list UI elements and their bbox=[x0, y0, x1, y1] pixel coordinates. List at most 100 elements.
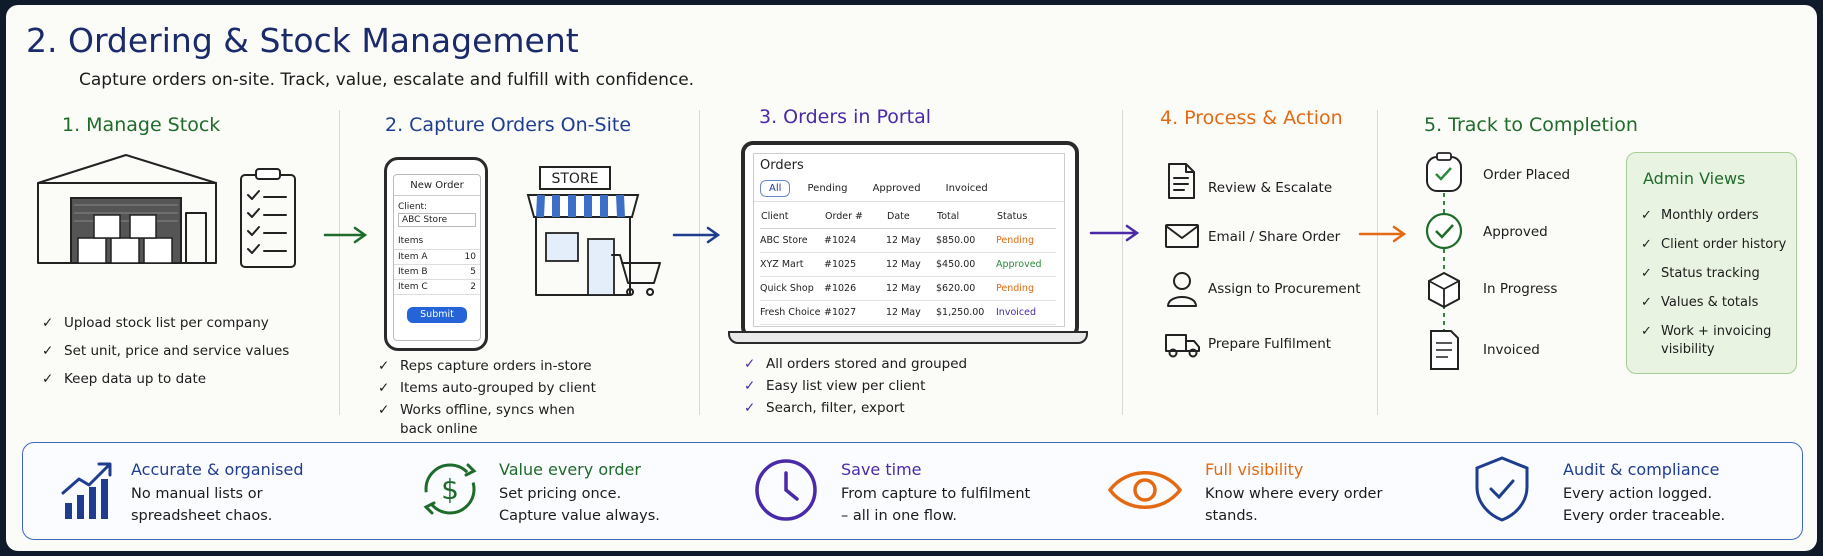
diagram-frame: 2. Ordering & Stock Management Capture o… bbox=[6, 5, 1817, 551]
section-5-title: 5. Track to Completion bbox=[1424, 114, 1638, 136]
items-label: Items bbox=[398, 236, 424, 246]
action-email-share: Email / Share Order bbox=[1208, 229, 1341, 245]
new-order-header: New Order bbox=[394, 175, 480, 196]
delivery-truck-icon bbox=[1165, 334, 1200, 358]
action-prepare-fulfilment: Prepare Fulfilment bbox=[1208, 336, 1332, 352]
arrow-right-icon bbox=[1089, 224, 1140, 242]
clipboard-checklist-icon bbox=[240, 168, 296, 268]
shield-check-icon bbox=[1475, 456, 1529, 522]
dollar-cycle-icon: $ bbox=[423, 463, 477, 515]
check-icon: ✓ bbox=[744, 356, 756, 372]
tab-invoiced[interactable]: Invoiced bbox=[945, 183, 988, 194]
check-icon: ✓ bbox=[744, 400, 756, 416]
benefit-text: Every action logged.Every order traceabl… bbox=[1563, 486, 1726, 524]
tab-all[interactable]: All bbox=[760, 180, 791, 197]
bullet-item: ✓Upload stock list per company bbox=[42, 315, 269, 331]
benefit-title: Accurate & organised bbox=[131, 460, 304, 479]
tab-approved[interactable]: Approved bbox=[872, 183, 921, 194]
check-icon: ✓ bbox=[1641, 295, 1652, 310]
benefit-text: Set pricing once.Capture value always. bbox=[499, 486, 660, 524]
clipboard-check-icon bbox=[1426, 152, 1462, 192]
client-field[interactable]: ABC Store bbox=[398, 213, 476, 227]
section-2-title: 2. Capture Orders On-Site bbox=[385, 114, 632, 136]
status-badge: Pending bbox=[996, 276, 1056, 301]
submit-button[interactable]: Submit bbox=[407, 307, 467, 323]
document-icon bbox=[1168, 163, 1195, 199]
column-header: Status bbox=[996, 204, 1056, 229]
section-1-title: 1. Manage Stock bbox=[62, 114, 221, 136]
check-icon: ✓ bbox=[42, 315, 54, 331]
check-icon: ✓ bbox=[744, 378, 756, 394]
divider bbox=[339, 110, 340, 415]
divider bbox=[1122, 110, 1123, 415]
section-2-bullets: ✓Reps capture orders in-store ✓Items aut… bbox=[378, 357, 596, 439]
benefit-text: From capture to fulfilment– all in one f… bbox=[841, 486, 1031, 524]
arrow-right-icon bbox=[323, 226, 368, 244]
check-icon: ✓ bbox=[378, 380, 390, 396]
status-badge: Invoiced bbox=[996, 300, 1056, 325]
box-icon bbox=[1428, 271, 1460, 309]
list-item: ✓Monthly orders bbox=[1641, 208, 1759, 223]
status-timeline bbox=[1425, 152, 1463, 370]
table-header-row: Client Order # Date Total Status bbox=[760, 204, 1056, 229]
check-icon: ✓ bbox=[42, 343, 54, 359]
warehouse-icon bbox=[37, 154, 217, 264]
status-badge: Pending bbox=[996, 228, 1056, 253]
store-with-cart-icon: STORE bbox=[526, 166, 661, 296]
store-sign-text: STORE bbox=[551, 171, 598, 187]
list-item: ✓Values & totals bbox=[1641, 295, 1759, 310]
list-item: ✓Client order history bbox=[1641, 237, 1787, 252]
benefit-title: Full visibility bbox=[1205, 460, 1304, 479]
divider bbox=[699, 110, 700, 415]
check-icon: ✓ bbox=[378, 402, 390, 418]
benefit-title: Audit & compliance bbox=[1563, 460, 1720, 479]
client-label: Client: bbox=[398, 202, 428, 212]
eye-icon bbox=[1107, 471, 1183, 509]
bullet-item: ✓Reps capture orders in-store bbox=[378, 358, 592, 374]
admin-views-title: Admin Views bbox=[1643, 169, 1746, 188]
benefit-title: Value every order bbox=[499, 460, 641, 479]
check-icon: ✓ bbox=[1641, 237, 1652, 252]
check-icon: ✓ bbox=[42, 371, 54, 387]
page-subtitle: Capture orders on-site. Track, value, es… bbox=[79, 70, 695, 90]
invoice-icon bbox=[1430, 330, 1459, 370]
action-assign-procurement: Assign to Procurement bbox=[1208, 281, 1361, 297]
action-review-escalate: Review & Escalate bbox=[1208, 180, 1333, 196]
portal-screen: Orders All Pending Approved Invoiced Cli… bbox=[753, 153, 1065, 327]
tab-pending[interactable]: Pending bbox=[807, 183, 848, 194]
status-badge: Approved bbox=[996, 252, 1056, 277]
bullet-item: ✓Search, filter, export bbox=[744, 400, 905, 416]
arrow-right-icon bbox=[1358, 225, 1407, 243]
status-in-progress: In Progress bbox=[1483, 281, 1558, 297]
benefit-title: Save time bbox=[841, 460, 922, 479]
admin-views-panel: Admin Views ✓Monthly orders ✓Client orde… bbox=[1626, 152, 1797, 374]
phone-screen: New Order Client: ABC Store Items Item A… bbox=[393, 174, 481, 341]
status-approved: Approved bbox=[1483, 224, 1548, 240]
bullet-continuation: back online bbox=[400, 421, 478, 437]
admin-views-list: ✓Monthly orders ✓Client order history ✓S… bbox=[1641, 207, 1786, 359]
arrow-right-icon bbox=[672, 226, 721, 244]
growth-chart-icon bbox=[61, 462, 112, 519]
status-invoiced: Invoiced bbox=[1483, 342, 1540, 358]
list-item: ✓Work + invoicing bbox=[1641, 324, 1772, 339]
check-icon: ✓ bbox=[1641, 208, 1652, 223]
bullet-item: ✓Set unit, price and service values bbox=[42, 343, 290, 359]
orders-table: Client Order # Date Total Status ABC Sto… bbox=[760, 204, 1056, 325]
bullet-item: ✓All orders stored and grouped bbox=[744, 356, 968, 372]
section-3-title: 3. Orders in Portal bbox=[759, 106, 932, 128]
person-icon bbox=[1167, 272, 1197, 307]
bullet-item: ✓Keep data up to date bbox=[42, 371, 207, 387]
svg-text:$: $ bbox=[441, 473, 459, 506]
check-icon: ✓ bbox=[378, 358, 390, 374]
column-header: Total bbox=[936, 204, 996, 229]
